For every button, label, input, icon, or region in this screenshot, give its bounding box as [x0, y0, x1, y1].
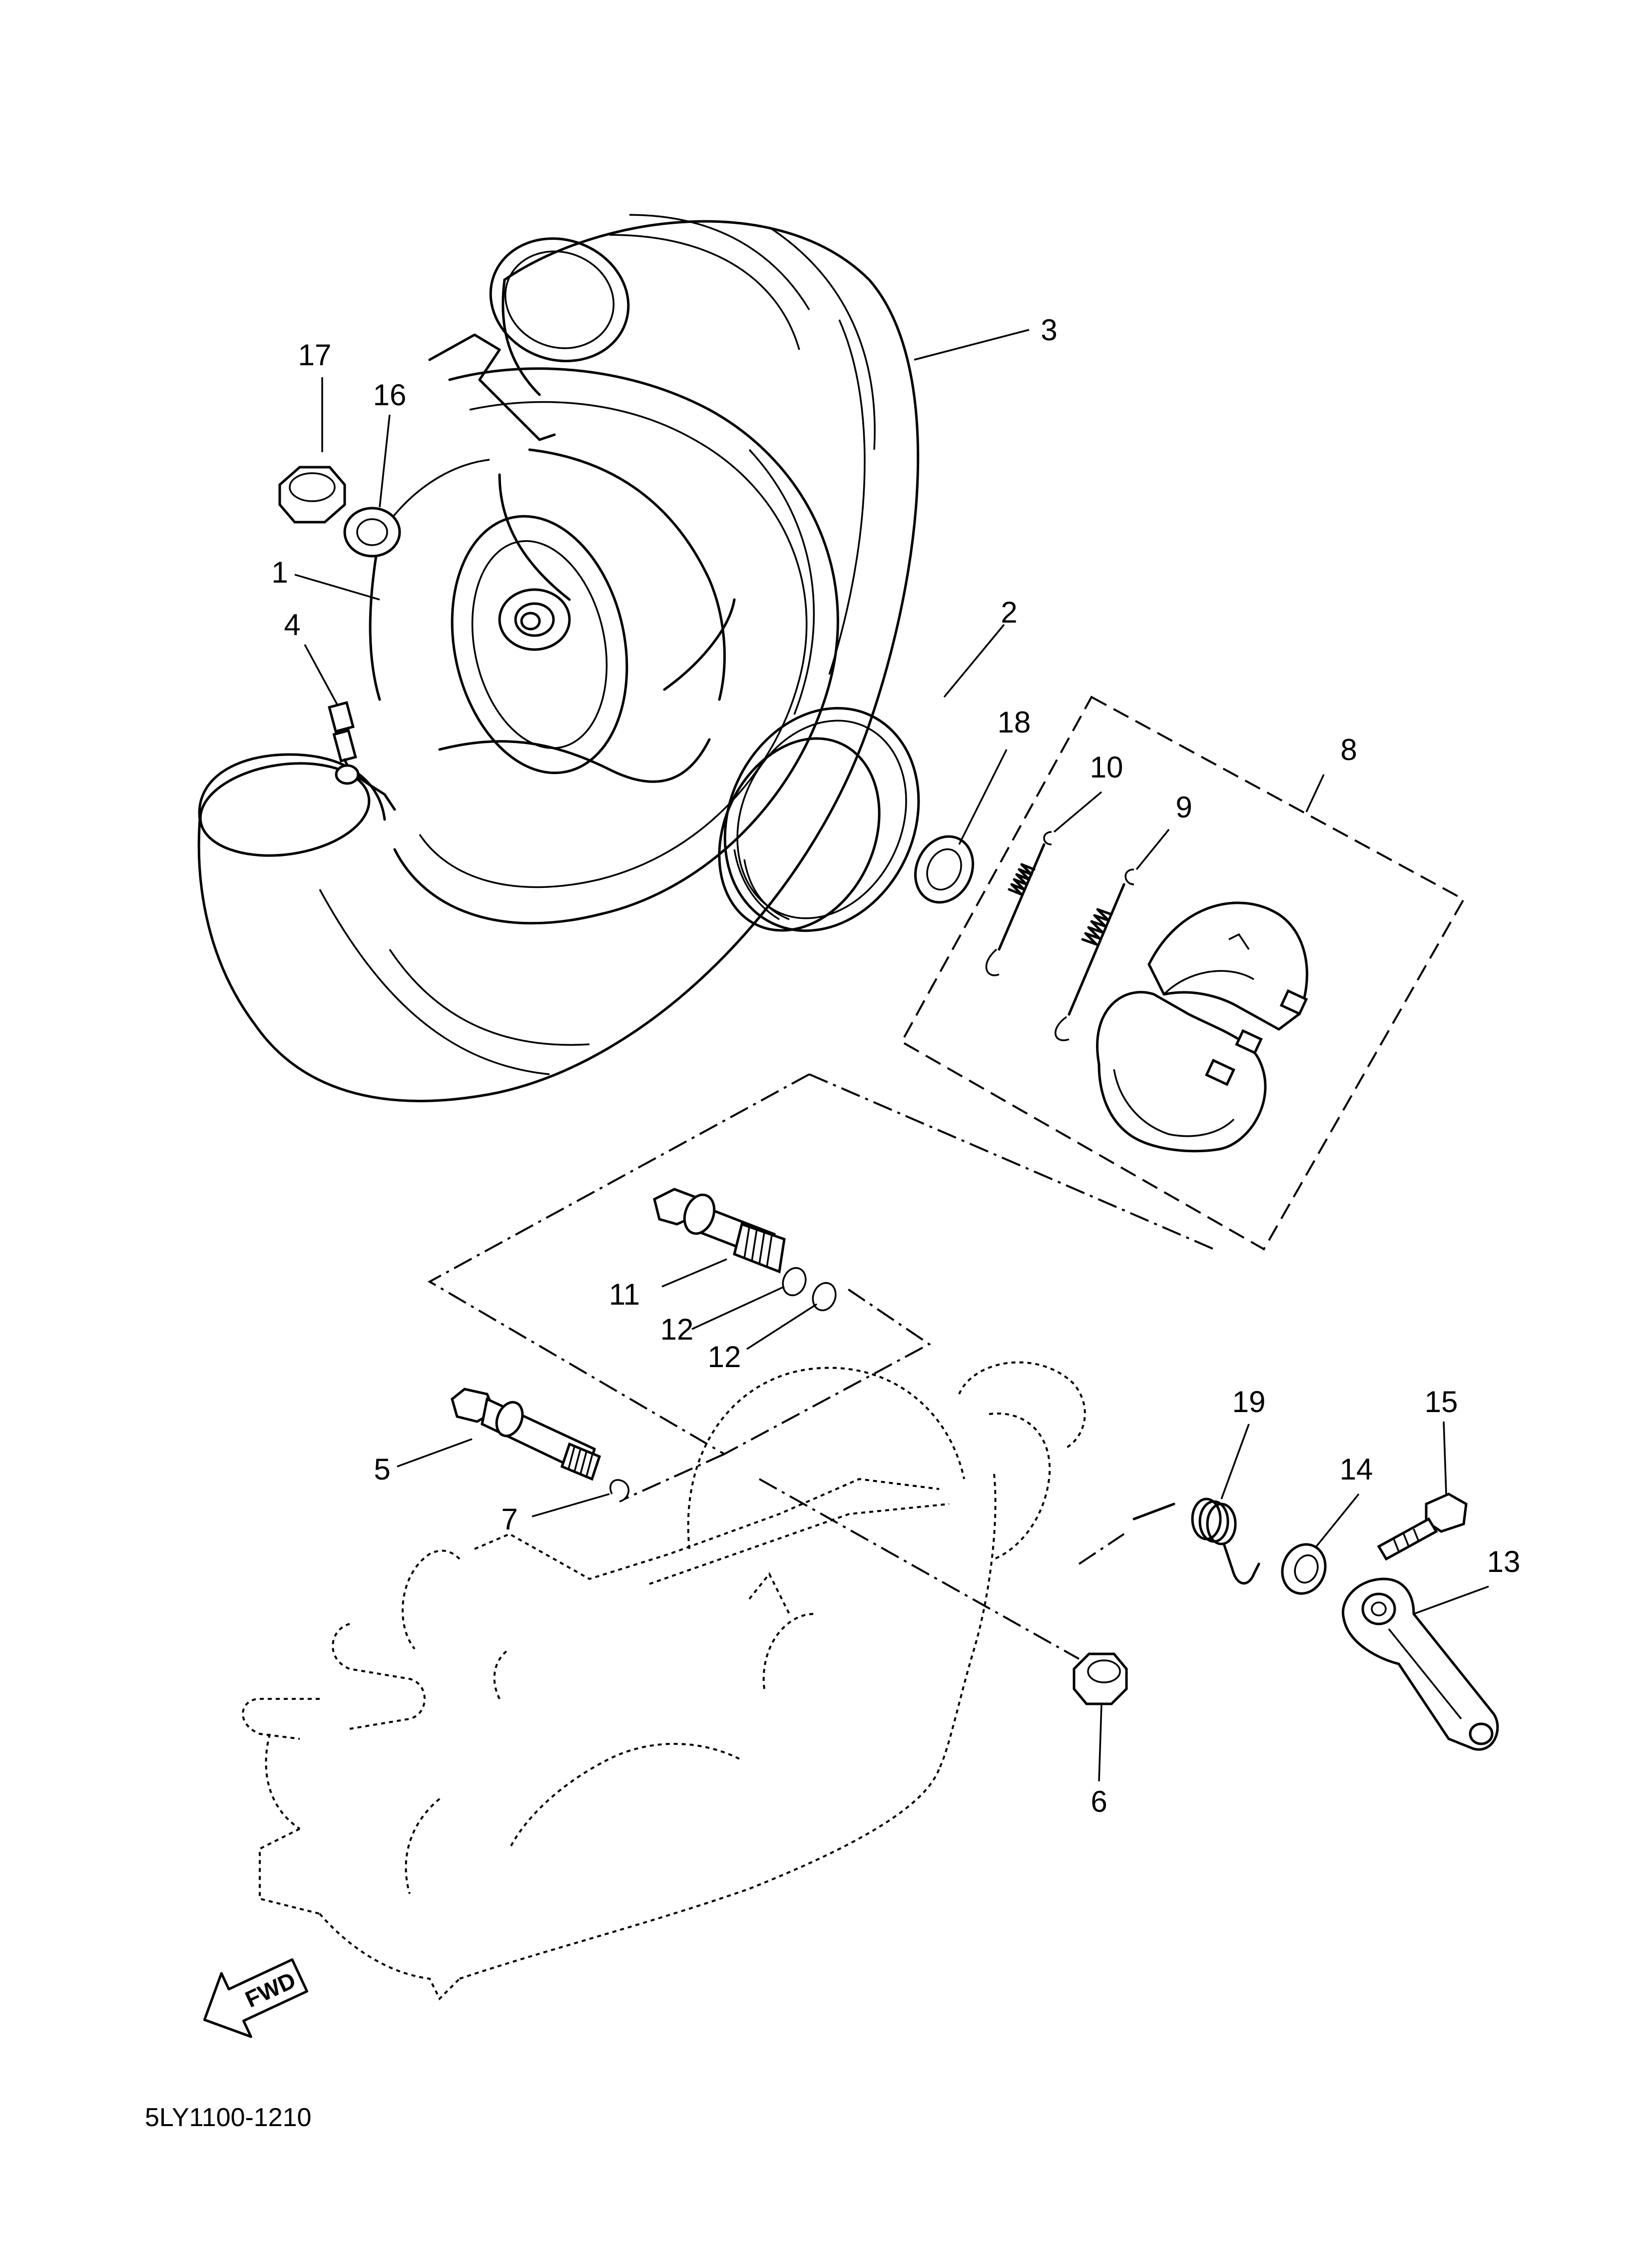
nut-part-17 [278, 466, 346, 524]
snap-ring-part-7 [609, 1479, 629, 1503]
callout-13: 13 [1487, 1545, 1521, 1578]
brake-camshaft-part-11 [653, 1188, 786, 1274]
axle-part-5 [451, 1388, 601, 1481]
callout-2: 2 [1001, 596, 1017, 629]
brake-drum-part-2 [718, 707, 920, 932]
callout-3: 3 [1041, 313, 1057, 347]
callout-4: 4 [284, 608, 300, 642]
callout-9: 9 [1175, 790, 1192, 824]
o-ring-part-12 [782, 1267, 837, 1312]
fwd-label: FWD [241, 1967, 300, 2012]
axle-centerline [759, 1478, 1080, 1660]
callout-12b: 12 [708, 1340, 741, 1374]
part-reference-code: 5LY1100-1210 [145, 2103, 311, 2132]
callout-7: 7 [501, 1503, 518, 1536]
callout-8: 8 [1340, 733, 1357, 766]
callout-12a: 12 [660, 1313, 694, 1346]
washer-part-14 [1281, 1543, 1327, 1595]
return-spring-part-19 [1078, 1498, 1260, 1585]
callout-10: 10 [1090, 751, 1123, 784]
wheel-tire-assembly [197, 214, 920, 1102]
seal-part-18 [914, 835, 975, 904]
callout-11: 11 [609, 1278, 640, 1311]
callout-1: 1 [271, 556, 288, 589]
callout-14: 14 [1340, 1453, 1373, 1486]
crankcase-phantom-outline [242, 1361, 1086, 2001]
washer-part-16 [343, 507, 401, 558]
callout-18: 18 [998, 706, 1031, 739]
brake-lever-part-13 [1342, 1577, 1499, 1751]
nut-part-6 [1073, 1652, 1128, 1705]
camshaft-group-outline [427, 1073, 1214, 1500]
callout-17: 17 [298, 338, 332, 372]
callout-5: 5 [374, 1453, 390, 1486]
brake-shoe-kit-part-8 [900, 696, 1465, 1251]
bolt-part-15 [1377, 1493, 1468, 1561]
callout-19: 19 [1232, 1385, 1266, 1419]
forward-direction-arrow: FWD [203, 1958, 308, 2038]
callout-6: 6 [1091, 1785, 1107, 1818]
callout-15: 15 [1425, 1385, 1458, 1419]
callout-16: 16 [373, 378, 407, 412]
callout-labels: 17 16 1 4 3 2 18 10 9 8 11 12 12 5 7 6 1… [271, 313, 1520, 1818]
leader-lines [294, 329, 1489, 1782]
